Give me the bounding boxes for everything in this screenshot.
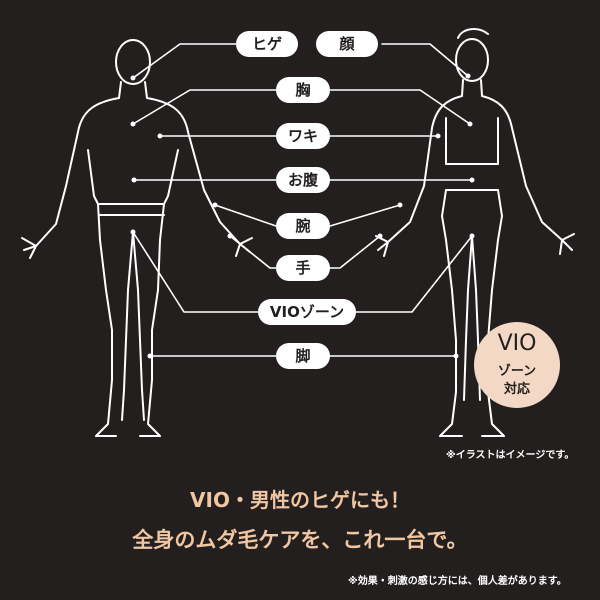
label-chest: 胸	[276, 77, 330, 103]
label-armpit: ワキ	[276, 123, 330, 149]
badge-line-3: 対応	[503, 382, 530, 397]
label-leg: 脚	[276, 343, 330, 369]
headline-line-1: VIO・男性のヒゲにも！	[190, 488, 410, 512]
effect-disclaimer: ※効果・刺激の感じ方には、個人差があります。	[348, 576, 567, 587]
label-vio-zone: VIOゾーン	[258, 299, 356, 325]
label-arm: 腕	[276, 213, 330, 239]
label-belly: お腹	[276, 167, 330, 193]
badge-line-2: ゾーン	[497, 364, 537, 379]
badge-line-1: VIO	[497, 331, 537, 356]
label-beard: ヒゲ	[236, 31, 298, 57]
vio-support-badge: VIO ゾーン 対応	[474, 322, 560, 408]
label-face: 顔	[316, 31, 378, 57]
label-hand: 手	[276, 255, 330, 281]
connector-dots	[130, 73, 475, 359]
illustration-note: ※イラストはイメージです。	[446, 450, 575, 461]
connector-lines	[132, 43, 473, 357]
headline-line-2: 全身のムダ毛ケアを、これ一台で。	[132, 528, 468, 552]
